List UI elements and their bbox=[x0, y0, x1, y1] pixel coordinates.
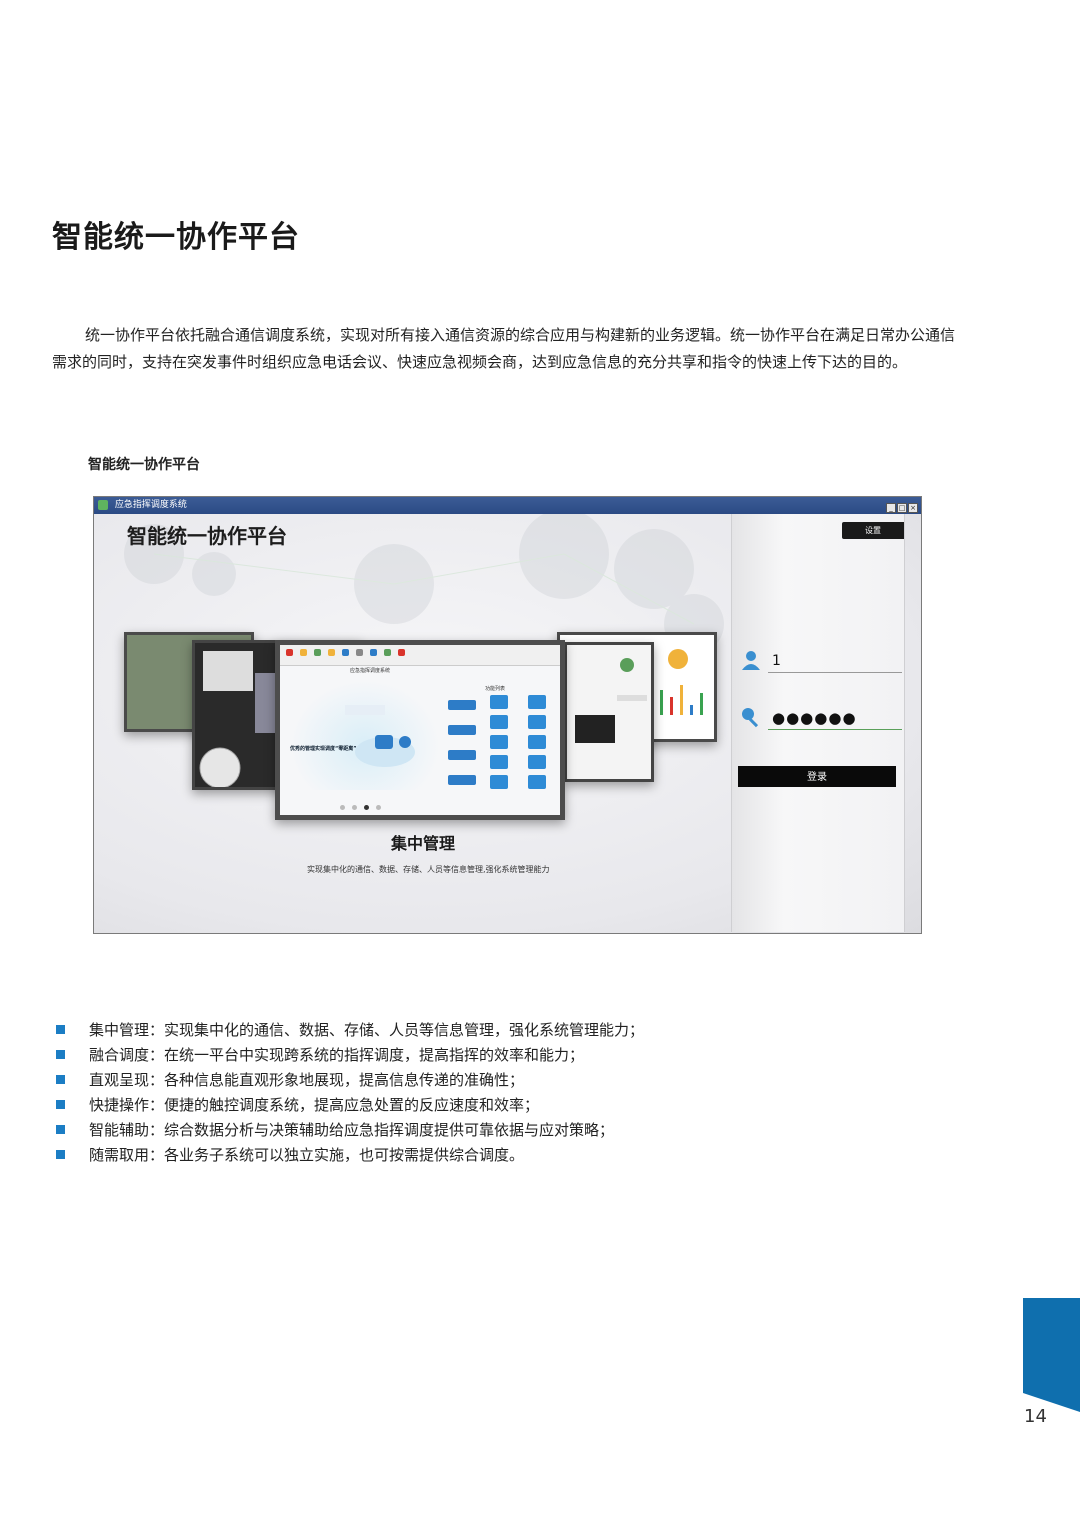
star-tool-icon[interactable] bbox=[328, 649, 335, 656]
app-window-screenshot: 应急指挥调度系统 _□× 智能统一协作平台 bbox=[93, 496, 922, 934]
feature-title: 随需取用 bbox=[89, 1146, 150, 1164]
preview-card-main[interactable]: 应急指挥调度系统 优秀的管理实现调度“零距离” 功能列表 bbox=[275, 640, 565, 820]
toolbar bbox=[280, 645, 560, 666]
page-number: 14 bbox=[1024, 1406, 1047, 1427]
function-tile[interactable] bbox=[528, 755, 546, 769]
feature-text: 便捷的触控调度系统，提高应急处置的反应速度和效率； bbox=[164, 1096, 540, 1114]
app-body: 智能统一协作平台 bbox=[94, 514, 921, 933]
list-item: 随需取用：各业务子系统可以独立实施，也可按需提供综合调度。 bbox=[56, 1143, 644, 1168]
figure-caption: 智能统一协作平台 bbox=[88, 457, 200, 473]
function-tile[interactable] bbox=[528, 695, 546, 709]
password-input[interactable] bbox=[768, 706, 902, 730]
user-tool-icon[interactable] bbox=[314, 649, 321, 656]
list-item: 直观呈现：各种信息能直观形象地展现，提高信息传递的准确性； bbox=[56, 1068, 644, 1093]
slide-description: 实现集中化的通信、数据、存储、人员等信息管理,强化系统管理能力 bbox=[307, 865, 550, 874]
square-bullet-icon bbox=[56, 1025, 65, 1034]
side-button-2[interactable] bbox=[448, 725, 476, 735]
square-bullet-icon bbox=[56, 1050, 65, 1059]
function-tile[interactable] bbox=[490, 695, 508, 709]
list-item: 智能辅助：综合数据分析与决策辅助给应急指挥调度提供可靠依据与应对策略； bbox=[56, 1118, 644, 1143]
feature-title: 集中管理 bbox=[89, 1021, 150, 1039]
settings-button[interactable]: 设置 bbox=[842, 522, 904, 539]
function-tile[interactable] bbox=[490, 735, 508, 749]
feature-text: 实现集中化的通信、数据、存储、人员等信息管理，强化系统管理能力； bbox=[164, 1021, 645, 1039]
feature-text: 各业务子系统可以独立实施，也可按需提供综合调度。 bbox=[164, 1146, 525, 1164]
close-icon[interactable]: × bbox=[908, 503, 918, 513]
function-tile[interactable] bbox=[528, 715, 546, 729]
function-tile[interactable] bbox=[490, 755, 508, 769]
feature-title: 快捷操作 bbox=[89, 1096, 150, 1114]
square-bullet-icon bbox=[56, 1075, 65, 1084]
app-titlebar: 应急指挥调度系统 _□× bbox=[94, 497, 921, 514]
feature-title: 融合调度 bbox=[89, 1046, 150, 1064]
square-bullet-icon bbox=[56, 1125, 65, 1134]
feature-text: 各种信息能直观形象地展现，提高信息传递的准确性； bbox=[164, 1071, 525, 1089]
list-item: 集中管理：实现集中化的通信、数据、存储、人员等信息管理，强化系统管理能力； bbox=[56, 1018, 644, 1043]
main-card-header: 应急指挥调度系统 bbox=[350, 668, 391, 674]
close-tool-icon[interactable] bbox=[286, 649, 293, 656]
side-button-1[interactable] bbox=[448, 700, 476, 710]
square-bullet-icon bbox=[56, 1100, 65, 1109]
intro-paragraph: 统一协作平台依托融合通信调度系统，实现对所有接入通信资源的综合应用与构建新的业务… bbox=[52, 326, 956, 371]
minimize-icon[interactable]: _ bbox=[886, 503, 896, 513]
feature-title: 直观呈现 bbox=[89, 1071, 150, 1089]
username-input[interactable] bbox=[768, 649, 902, 673]
login-panel: 设置 登录 bbox=[731, 514, 905, 932]
print-tool-icon[interactable] bbox=[356, 649, 363, 656]
page-title: 智能统一协作平台 bbox=[52, 220, 300, 255]
key-icon bbox=[742, 708, 759, 728]
hero-title: 智能统一协作平台 bbox=[127, 524, 287, 548]
function-tile[interactable] bbox=[490, 775, 508, 789]
slide-pagination bbox=[340, 795, 388, 814]
video-tool-icon[interactable] bbox=[342, 649, 349, 656]
alert-tool-icon[interactable] bbox=[398, 649, 405, 656]
function-tile[interactable] bbox=[490, 715, 508, 729]
pagination-dot[interactable] bbox=[376, 805, 381, 810]
call-center-icon bbox=[345, 705, 415, 767]
maximize-icon[interactable]: □ bbox=[897, 503, 907, 513]
function-list-label: 功能列表 bbox=[485, 686, 506, 692]
map-tool-icon[interactable] bbox=[384, 649, 391, 656]
page-tab-icon bbox=[1023, 1298, 1080, 1412]
side-button-3[interactable] bbox=[448, 750, 476, 760]
list-item: 快捷操作：便捷的触控调度系统，提高应急处置的反应速度和效率； bbox=[56, 1093, 644, 1118]
feature-list: 集中管理：实现集中化的通信、数据、存储、人员等信息管理，强化系统管理能力； 融合… bbox=[56, 1018, 644, 1168]
edit-tool-icon[interactable] bbox=[300, 649, 307, 656]
phone-tool-icon[interactable] bbox=[370, 649, 377, 656]
pagination-dot[interactable] bbox=[340, 805, 345, 810]
main-card-hero-text: 优秀的管理实现调度“零距离” bbox=[290, 746, 357, 752]
feature-text: 在统一平台中实现跨系统的指挥调度，提高指挥的效率和能力； bbox=[164, 1046, 585, 1064]
slide-title: 集中管理 bbox=[391, 834, 456, 853]
feature-title: 智能辅助 bbox=[89, 1121, 150, 1139]
slide-illustration bbox=[290, 680, 440, 790]
feature-text: 综合数据分析与决策辅助给应急指挥调度提供可靠依据与应对策略； bbox=[164, 1121, 615, 1139]
list-item: 融合调度：在统一平台中实现跨系统的指挥调度，提高指挥的效率和能力； bbox=[56, 1043, 644, 1068]
square-bullet-icon bbox=[56, 1150, 65, 1159]
side-button-4[interactable] bbox=[448, 775, 476, 785]
login-button[interactable]: 登录 bbox=[738, 766, 896, 787]
app-window-title: 应急指挥调度系统 bbox=[114, 500, 187, 510]
contacts-icon bbox=[575, 658, 647, 743]
user-icon bbox=[742, 651, 760, 670]
app-logo-icon bbox=[98, 499, 108, 510]
function-tile[interactable] bbox=[528, 775, 546, 789]
pagination-dot[interactable] bbox=[352, 805, 357, 810]
function-tile[interactable] bbox=[528, 735, 546, 749]
preview-card-contacts[interactable] bbox=[564, 642, 654, 782]
pagination-dot-active[interactable] bbox=[364, 805, 369, 810]
